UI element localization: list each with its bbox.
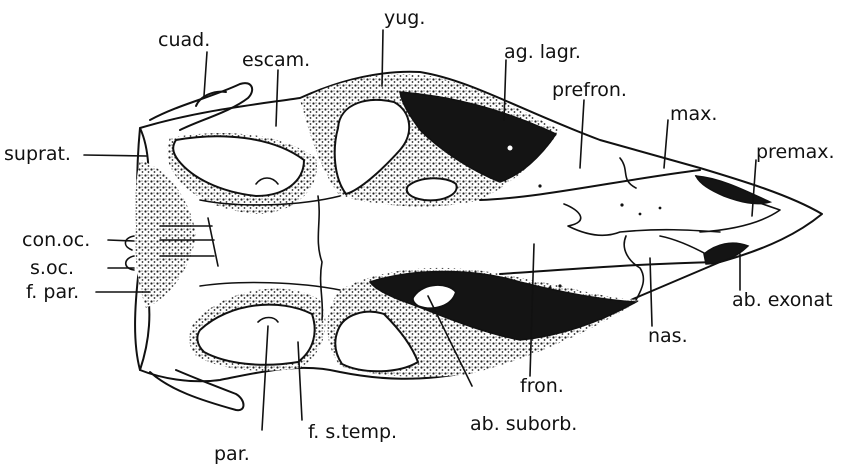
label-fron: fron.: [520, 375, 564, 397]
label-yug: yug.: [384, 7, 425, 29]
label-f-par: f. par.: [26, 281, 79, 303]
label-ab-suborb: ab. suborb.: [470, 413, 577, 435]
lower-temporal-fossa: [189, 289, 325, 371]
label-ab-exonat: ab. exonat: [732, 289, 833, 311]
label-prefron: prefron.: [552, 79, 627, 101]
label-f-s-temp: f. s.temp.: [308, 421, 397, 443]
upper-jugal-region: [300, 74, 560, 207]
lower-suborbital-region: [327, 268, 640, 377]
label-max: max.: [670, 103, 717, 125]
label-escam: escam.: [242, 49, 310, 71]
label-s-oc: s.oc.: [30, 257, 74, 279]
premaxilla-marks: [538, 176, 770, 290]
label-suprat: suprat.: [4, 143, 71, 165]
label-con-oc: con.oc.: [22, 229, 90, 251]
label-nas: nas.: [648, 325, 688, 347]
label-ag-lagr: ag. lagr.: [504, 41, 581, 63]
label-premax: premax.: [756, 141, 835, 163]
label-cuad: cuad.: [158, 29, 210, 51]
label-par: par.: [214, 443, 250, 465]
upper-temporal-fossa: [167, 133, 317, 214]
